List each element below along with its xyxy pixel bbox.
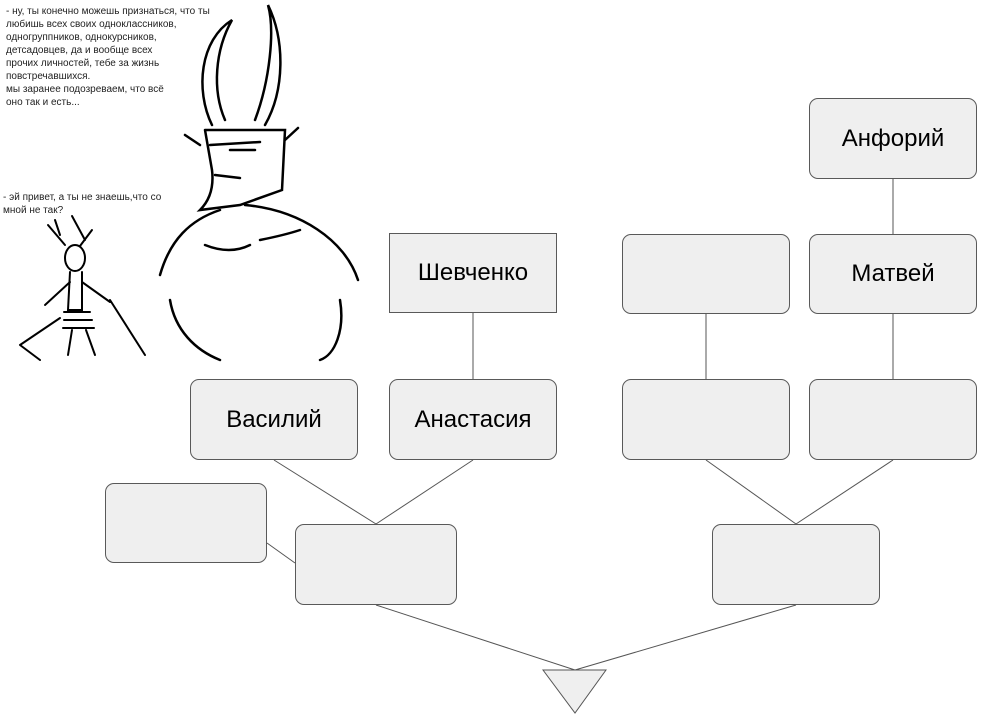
node-shevchenko[interactable]: Шевченко xyxy=(389,233,557,313)
speech-line: мы заранее подозреваем, что всё xyxy=(6,84,164,95)
demon-speech: - ну, ты конечно можешь признаться, что … xyxy=(6,5,210,109)
node-empty[interactable] xyxy=(295,524,457,605)
speech-line: одногруппников, однокурсников, xyxy=(6,32,157,43)
speech-line: - ну, ты конечно можешь признаться, что … xyxy=(6,6,210,17)
node-empty[interactable] xyxy=(622,379,790,460)
speech-line: любишь всех своих одноклассников, xyxy=(6,19,177,30)
speech-line: мной не так? xyxy=(3,205,64,216)
node-empty[interactable] xyxy=(809,379,977,460)
node-vasiliy[interactable]: Василий xyxy=(190,379,358,460)
node-anforiy[interactable]: Анфорий xyxy=(809,98,977,179)
speech-line: повстречавшихся. xyxy=(6,71,91,82)
girl-drawing xyxy=(19,215,146,361)
node-empty[interactable] xyxy=(105,483,267,563)
speech-line: оно так и есть... xyxy=(6,97,80,108)
speech-line: прочих личностей, тебе за жизнь xyxy=(6,58,160,69)
demon-drawing xyxy=(158,4,360,362)
node-empty[interactable] xyxy=(622,234,790,314)
speech-line: детсадовцев, да и вообще всех xyxy=(6,45,153,56)
girl-speech: - эй привет, а ты не знаешь,что со мной … xyxy=(3,191,161,217)
node-anastasia[interactable]: Анастасия xyxy=(389,379,557,460)
node-matvey[interactable]: Матвей xyxy=(809,234,977,314)
root-triangle xyxy=(542,669,607,714)
node-empty[interactable] xyxy=(712,524,880,605)
speech-line: - эй привет, а ты не знаешь,что со xyxy=(3,192,162,203)
